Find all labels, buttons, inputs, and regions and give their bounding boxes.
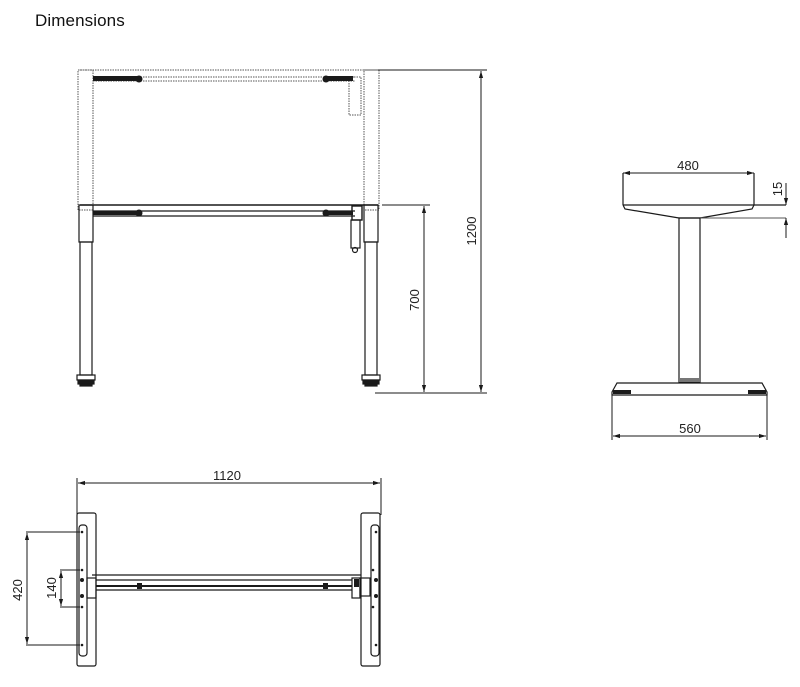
- raised-crossbar-joints: [93, 75, 353, 83]
- raised-frame-outline: [77, 69, 380, 211]
- top-width-label: 480: [677, 158, 699, 173]
- foot: [611, 382, 768, 396]
- column: [678, 217, 701, 383]
- tabletop-support-bracket: [622, 204, 755, 219]
- mount-hole-spacing-label: 420: [10, 579, 25, 601]
- hole-spacing-dimensions: [24, 531, 80, 646]
- right-leg: [361, 204, 381, 387]
- top-view: [24, 478, 382, 667]
- right-foot-plate: [360, 512, 381, 667]
- top-thickness-label: 15: [770, 182, 785, 196]
- inner-hole-spacing-label: 140: [44, 577, 59, 599]
- lowered-crossbar-joints: [93, 209, 353, 217]
- crossbar-top: [86, 574, 371, 599]
- page-title: Dimensions: [35, 11, 125, 30]
- motor-housing: [350, 205, 363, 254]
- left-leg: [76, 204, 96, 387]
- side-view: [611, 170, 789, 440]
- min-height-label: 700: [407, 289, 422, 311]
- front-view: [76, 69, 487, 394]
- height-dimension-lines: [375, 69, 487, 394]
- overall-width-label: 1120: [213, 468, 241, 483]
- max-height-label: 1200: [464, 217, 479, 246]
- foot-width-label: 560: [679, 421, 701, 436]
